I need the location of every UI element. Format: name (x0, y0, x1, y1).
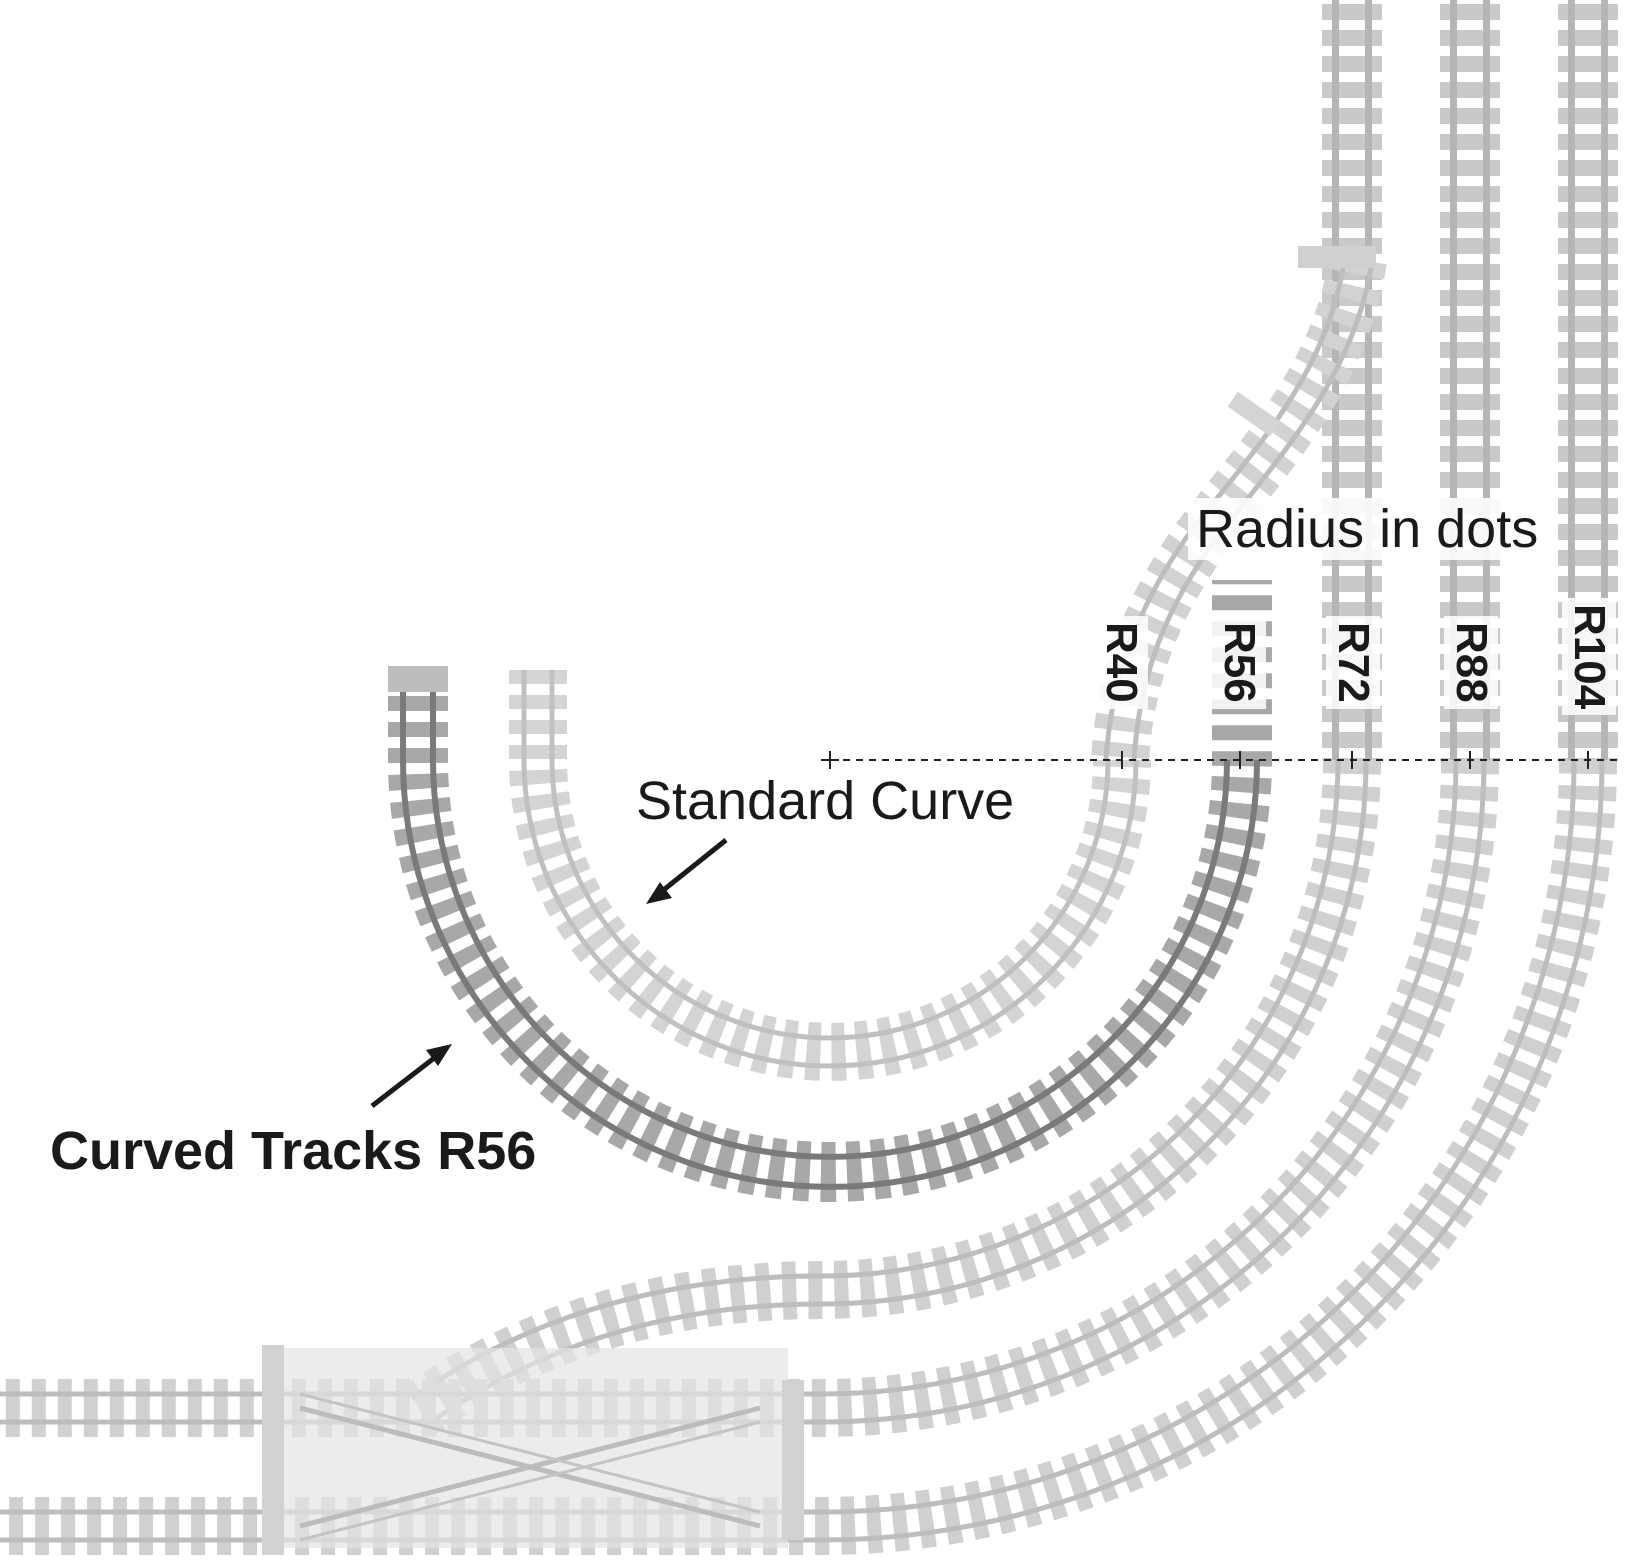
radius-label-r56: R56 (1212, 616, 1266, 709)
curved-tracks-r56-label: Curved Tracks R56 (50, 1121, 537, 1181)
radius-label-r72: R72 (1326, 616, 1380, 709)
radius-label-r104: R104 (1562, 598, 1616, 716)
standard-curve-arrow (646, 838, 728, 904)
standard-curve-label: Standard Curve (636, 771, 1015, 831)
crossover-switch (262, 1345, 804, 1555)
radius-label-r40: R40 (1094, 616, 1148, 709)
curved-tracks-arrow (370, 1044, 452, 1108)
curve-r88 (0, 759, 1499, 1437)
radius-title: Radius in dots (1188, 498, 1547, 560)
radius-measurement-line (821, 751, 1620, 769)
curve-r72 (403, 759, 1381, 1434)
curved-tracks-r56 (388, 580, 1272, 1202)
standard-curve-r40 (509, 670, 1151, 1081)
curve-r104 (0, 759, 1617, 1555)
radius-label-r88: R88 (1444, 616, 1498, 709)
